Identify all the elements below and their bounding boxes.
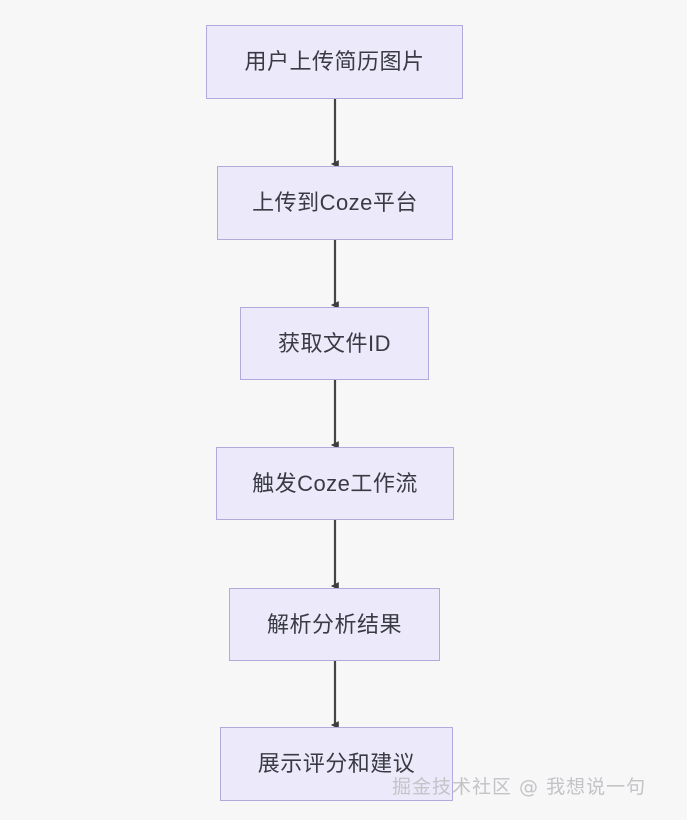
flow-node-3-label: 获取文件ID <box>277 330 391 356</box>
flow-node-2-label: 上传到Coze平台 <box>252 190 418 215</box>
flow-node-3[interactable]: 获取文件ID <box>240 307 429 380</box>
flow-node-4[interactable]: 触发Coze工作流 <box>216 447 454 520</box>
flow-node-6-label: 展示评分和建议 <box>257 751 416 776</box>
flow-node-6[interactable]: 展示评分和建议 <box>220 727 453 801</box>
flow-node-5-label: 解析分析结果 <box>266 611 402 637</box>
flow-node-5[interactable]: 解析分析结果 <box>229 588 440 661</box>
flow-node-1[interactable]: 用户上传简历图片 <box>206 25 463 99</box>
flow-node-4-label: 触发Coze工作流 <box>252 470 418 496</box>
watermark-text: 掘金技术社区 @ 我想说一句 <box>392 776 647 798</box>
flow-node-1-label: 用户上传简历图片 <box>244 49 425 74</box>
flow-node-2[interactable]: 上传到Coze平台 <box>217 166 453 240</box>
